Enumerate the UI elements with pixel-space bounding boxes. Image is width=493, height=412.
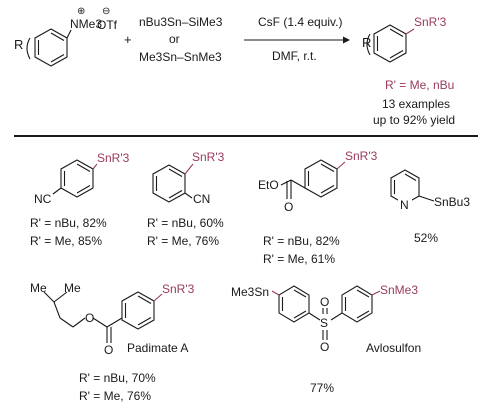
product-2-pyridyl: N SnBu3 52% [390, 169, 470, 245]
examples-count: 13 examples [382, 97, 450, 111]
yield-summary: up to 92% yield [373, 113, 455, 127]
product-avlosulfon-yield: 77% [310, 381, 334, 395]
plus-sign: + [124, 32, 132, 47]
substrate-charge-minus: ⊖ [102, 6, 110, 17]
product-2-pyridyl-nitrogen: N [400, 198, 409, 212]
product-avlosulfon-left-stannyl: Me3Sn [231, 285, 269, 299]
reagent-or: or [169, 32, 180, 46]
product-avlosulfon-oxygen-bottom: O [320, 340, 329, 354]
conditions-top: CsF (1.4 equiv.) [258, 15, 342, 29]
reaction-arrowhead [343, 36, 350, 44]
substrate-charge-plus: ⊕ [77, 6, 85, 17]
product-avlosulfon-oxygen-top: O [320, 295, 329, 309]
product-padimate-a: Me Me O O SnR'3 Padimate A R' = nBu, 70%… [30, 281, 195, 403]
substrate-counterion: OTf [97, 18, 118, 32]
product-2-cyanophenyl-substituent: CN [193, 192, 210, 206]
substrate-r-bracket [26, 37, 31, 60]
product-2-cyanophenyl: SnR'3 CN R' = nBu, 60% R' = Me, 76% [147, 150, 225, 248]
reagent-bu3sn-sime3: nBu3Sn–SiMe3 [139, 15, 223, 29]
product-2-cyanophenyl-yield-nbu: R' = nBu, 60% [147, 216, 224, 230]
product-stannyl-group: SnR'3 [414, 15, 447, 29]
product-ethyl-ester: SnR'3 EtO O R' = nBu, 82% R' = Me, 61% [258, 149, 378, 266]
product-padimate-a-carbonyl-o: O [104, 343, 113, 357]
product-structure: R SnR'3 [362, 15, 447, 63]
product-ethyl-ester-yield-me: R' = Me, 61% [263, 252, 335, 266]
product-4-cyanophenyl-stannyl: SnR'3 [97, 151, 130, 165]
substrate-benzene-ring [34, 28, 72, 67]
product-ethyl-ester-carbonyl-o: O [284, 200, 293, 214]
product-4-cyanophenyl: SnR'3 NC R' = nBu, 82% R' = Me, 85% [30, 151, 130, 248]
product-padimate-a-methyl-right: Me [64, 281, 81, 295]
substrate-structure: ⊕ ⊖ NMe3 OTf R [14, 6, 118, 67]
product-ethyl-ester-yield-nbu: R' = nBu, 82% [263, 234, 340, 248]
product-4-cyanophenyl-substituent: NC [34, 192, 52, 206]
r-prime-definition: R' = Me, nBu [385, 78, 454, 92]
product-avlosulfon-sulfur: S [320, 316, 328, 330]
conditions-bottom: DMF, r.t. [272, 49, 317, 63]
product-padimate-a-stannyl: SnR'3 [162, 282, 195, 296]
reagents: nBu3Sn–SiMe3 or Me3Sn–SnMe3 [139, 15, 223, 64]
product-4-cyanophenyl-yield-nbu: R' = nBu, 82% [30, 216, 107, 230]
product-padimate-a-methyl-left: Me [30, 281, 47, 295]
product-padimate-a-yield-me: R' = Me, 76% [79, 389, 151, 403]
reagent-me3sn-snme3: Me3Sn–SnMe3 [139, 50, 222, 64]
substrate-r-label: R [14, 37, 23, 52]
product-2-pyridyl-stannyl: SnBu3 [434, 195, 470, 209]
product-2-cyanophenyl-stannyl: SnR'3 [192, 150, 225, 164]
product-avlosulfon-name: Avlosulfon [366, 341, 421, 355]
product-2-cyanophenyl-yield-me: R' = Me, 76% [147, 234, 219, 248]
product-2-pyridyl-yield: 52% [414, 231, 438, 245]
substrate-ammonium: NMe3 [70, 17, 102, 31]
product-4-cyanophenyl-yield-me: R' = Me, 85% [30, 234, 102, 248]
product-avlosulfon: Me3Sn SnMe3 O S O Avlosulfon 77% [231, 283, 421, 395]
product-benzene-ring [373, 24, 415, 63]
product-ethyl-ester-substituent: EtO [258, 178, 279, 192]
reaction-arrow-group: CsF (1.4 equiv.) DMF, r.t. [244, 15, 350, 63]
product-padimate-a-ester-o: O [85, 311, 94, 325]
product-r-bracket [366, 33, 371, 56]
product-padimate-a-yield-nbu: R' = nBu, 70% [79, 371, 156, 385]
product-avlosulfon-right-stannyl: SnMe3 [380, 283, 418, 297]
product-ethyl-ester-stannyl: SnR'3 [345, 149, 378, 163]
product-padimate-a-name: Padimate A [127, 341, 188, 355]
